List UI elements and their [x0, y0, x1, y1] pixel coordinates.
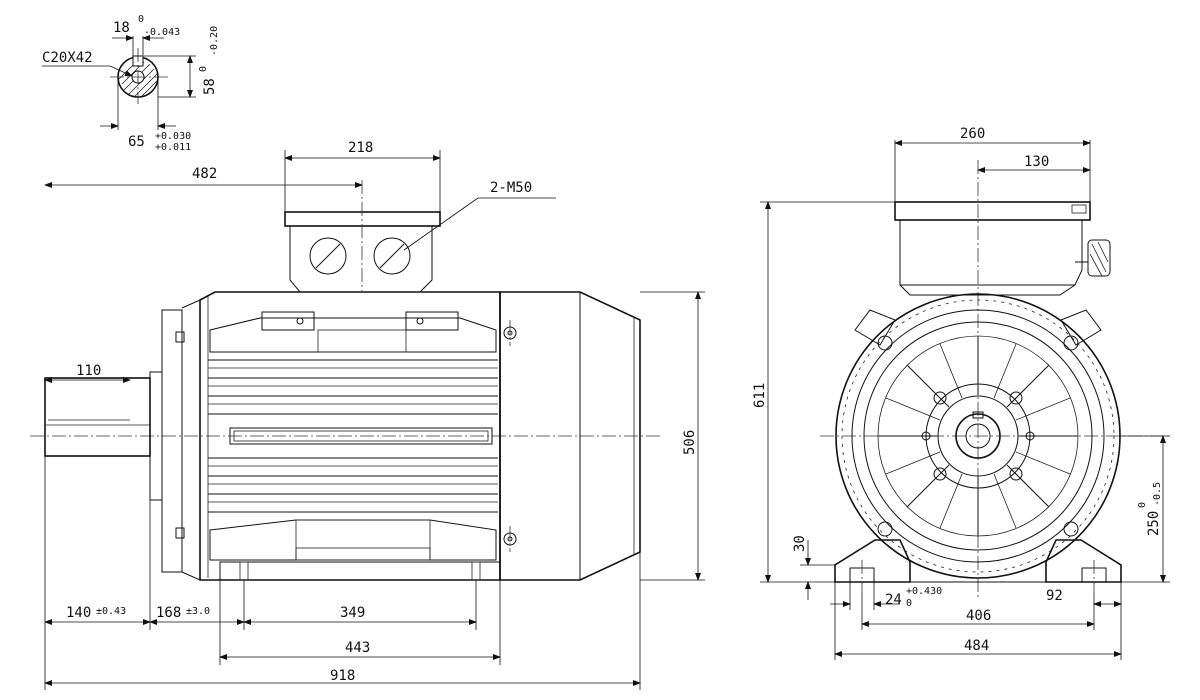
key-width-tol-lower: -0.043 — [144, 27, 180, 38]
cable-entry-2 — [373, 237, 411, 275]
foot-offset-tol: ±3.0 — [186, 606, 210, 617]
foot-height-label: 30 — [792, 535, 808, 552]
end-feet — [834, 539, 1122, 592]
key-width-label: 18 — [113, 20, 130, 36]
end-box-half-width-label: 130 — [1024, 154, 1049, 170]
center-hole-label: C20X42 — [42, 50, 93, 66]
foot-width-label: 484 — [964, 638, 989, 654]
shaft-shoulder-tol: ±0.43 — [96, 606, 126, 617]
motor-frame — [199, 291, 501, 581]
box-center-distance-label: 482 — [192, 166, 217, 182]
foot-hole-spacing-end-label: 406 — [966, 608, 991, 624]
diameter-tol-lower: +0.011 — [155, 142, 191, 153]
terminal-box-width-label: 218 — [348, 140, 373, 156]
end-terminal-box — [894, 201, 1111, 286]
foot-edge-label: 92 — [1046, 588, 1063, 604]
height-tol-upper: 0 — [198, 66, 209, 72]
center-height-tol-lower: -0.5 — [1152, 482, 1163, 506]
shaft-length-label: 110 — [76, 363, 101, 379]
nameplate — [229, 427, 493, 445]
foot-offset-label: 168 — [156, 605, 181, 621]
foot-hole-spacing-label: 349 — [340, 605, 365, 621]
foot-hole-tol-lower: 0 — [906, 598, 912, 609]
frame-height-label: 506 — [682, 430, 698, 455]
foot-hole-tol-upper: +0.430 — [906, 586, 942, 597]
cable-entries-label: 2-M50 — [490, 180, 532, 196]
end-view: 260 130 611 30 250 0 -0.5 — [752, 126, 1170, 660]
center-height-tol-upper: 0 — [1137, 502, 1148, 508]
cable-entry-1 — [309, 237, 347, 275]
end-hub — [921, 383, 1035, 489]
front-end-shield — [161, 309, 183, 573]
overall-length-label: 918 — [330, 668, 355, 684]
height-tol-lower: -0.20 — [209, 26, 220, 56]
fan-cover-ribs — [878, 336, 1078, 536]
shaft-section-view: 18 0 -0.043 C20X42 58 0 -0.20 65 +0.030 … — [42, 14, 220, 153]
overall-height-label: 611 — [752, 383, 768, 408]
foot-hole-label: 24 — [885, 592, 902, 608]
center-height-label: 250 — [1146, 511, 1162, 536]
foot-length-label: 443 — [345, 640, 370, 656]
diameter-label: 65 — [128, 134, 145, 150]
motor-feet — [219, 561, 501, 581]
diameter-tol-upper: +0.030 — [155, 131, 191, 142]
side-view: 2-M50 218 482 110 506 140 ±0.43 168 — [30, 140, 705, 690]
shaft-shoulder-label: 140 — [66, 605, 91, 621]
cable-gland — [1087, 239, 1111, 277]
terminal-box — [284, 180, 441, 293]
height-58-label: 58 — [202, 78, 218, 95]
end-box-width-label: 260 — [960, 126, 985, 142]
key-width-tol-upper: 0 — [138, 14, 144, 25]
